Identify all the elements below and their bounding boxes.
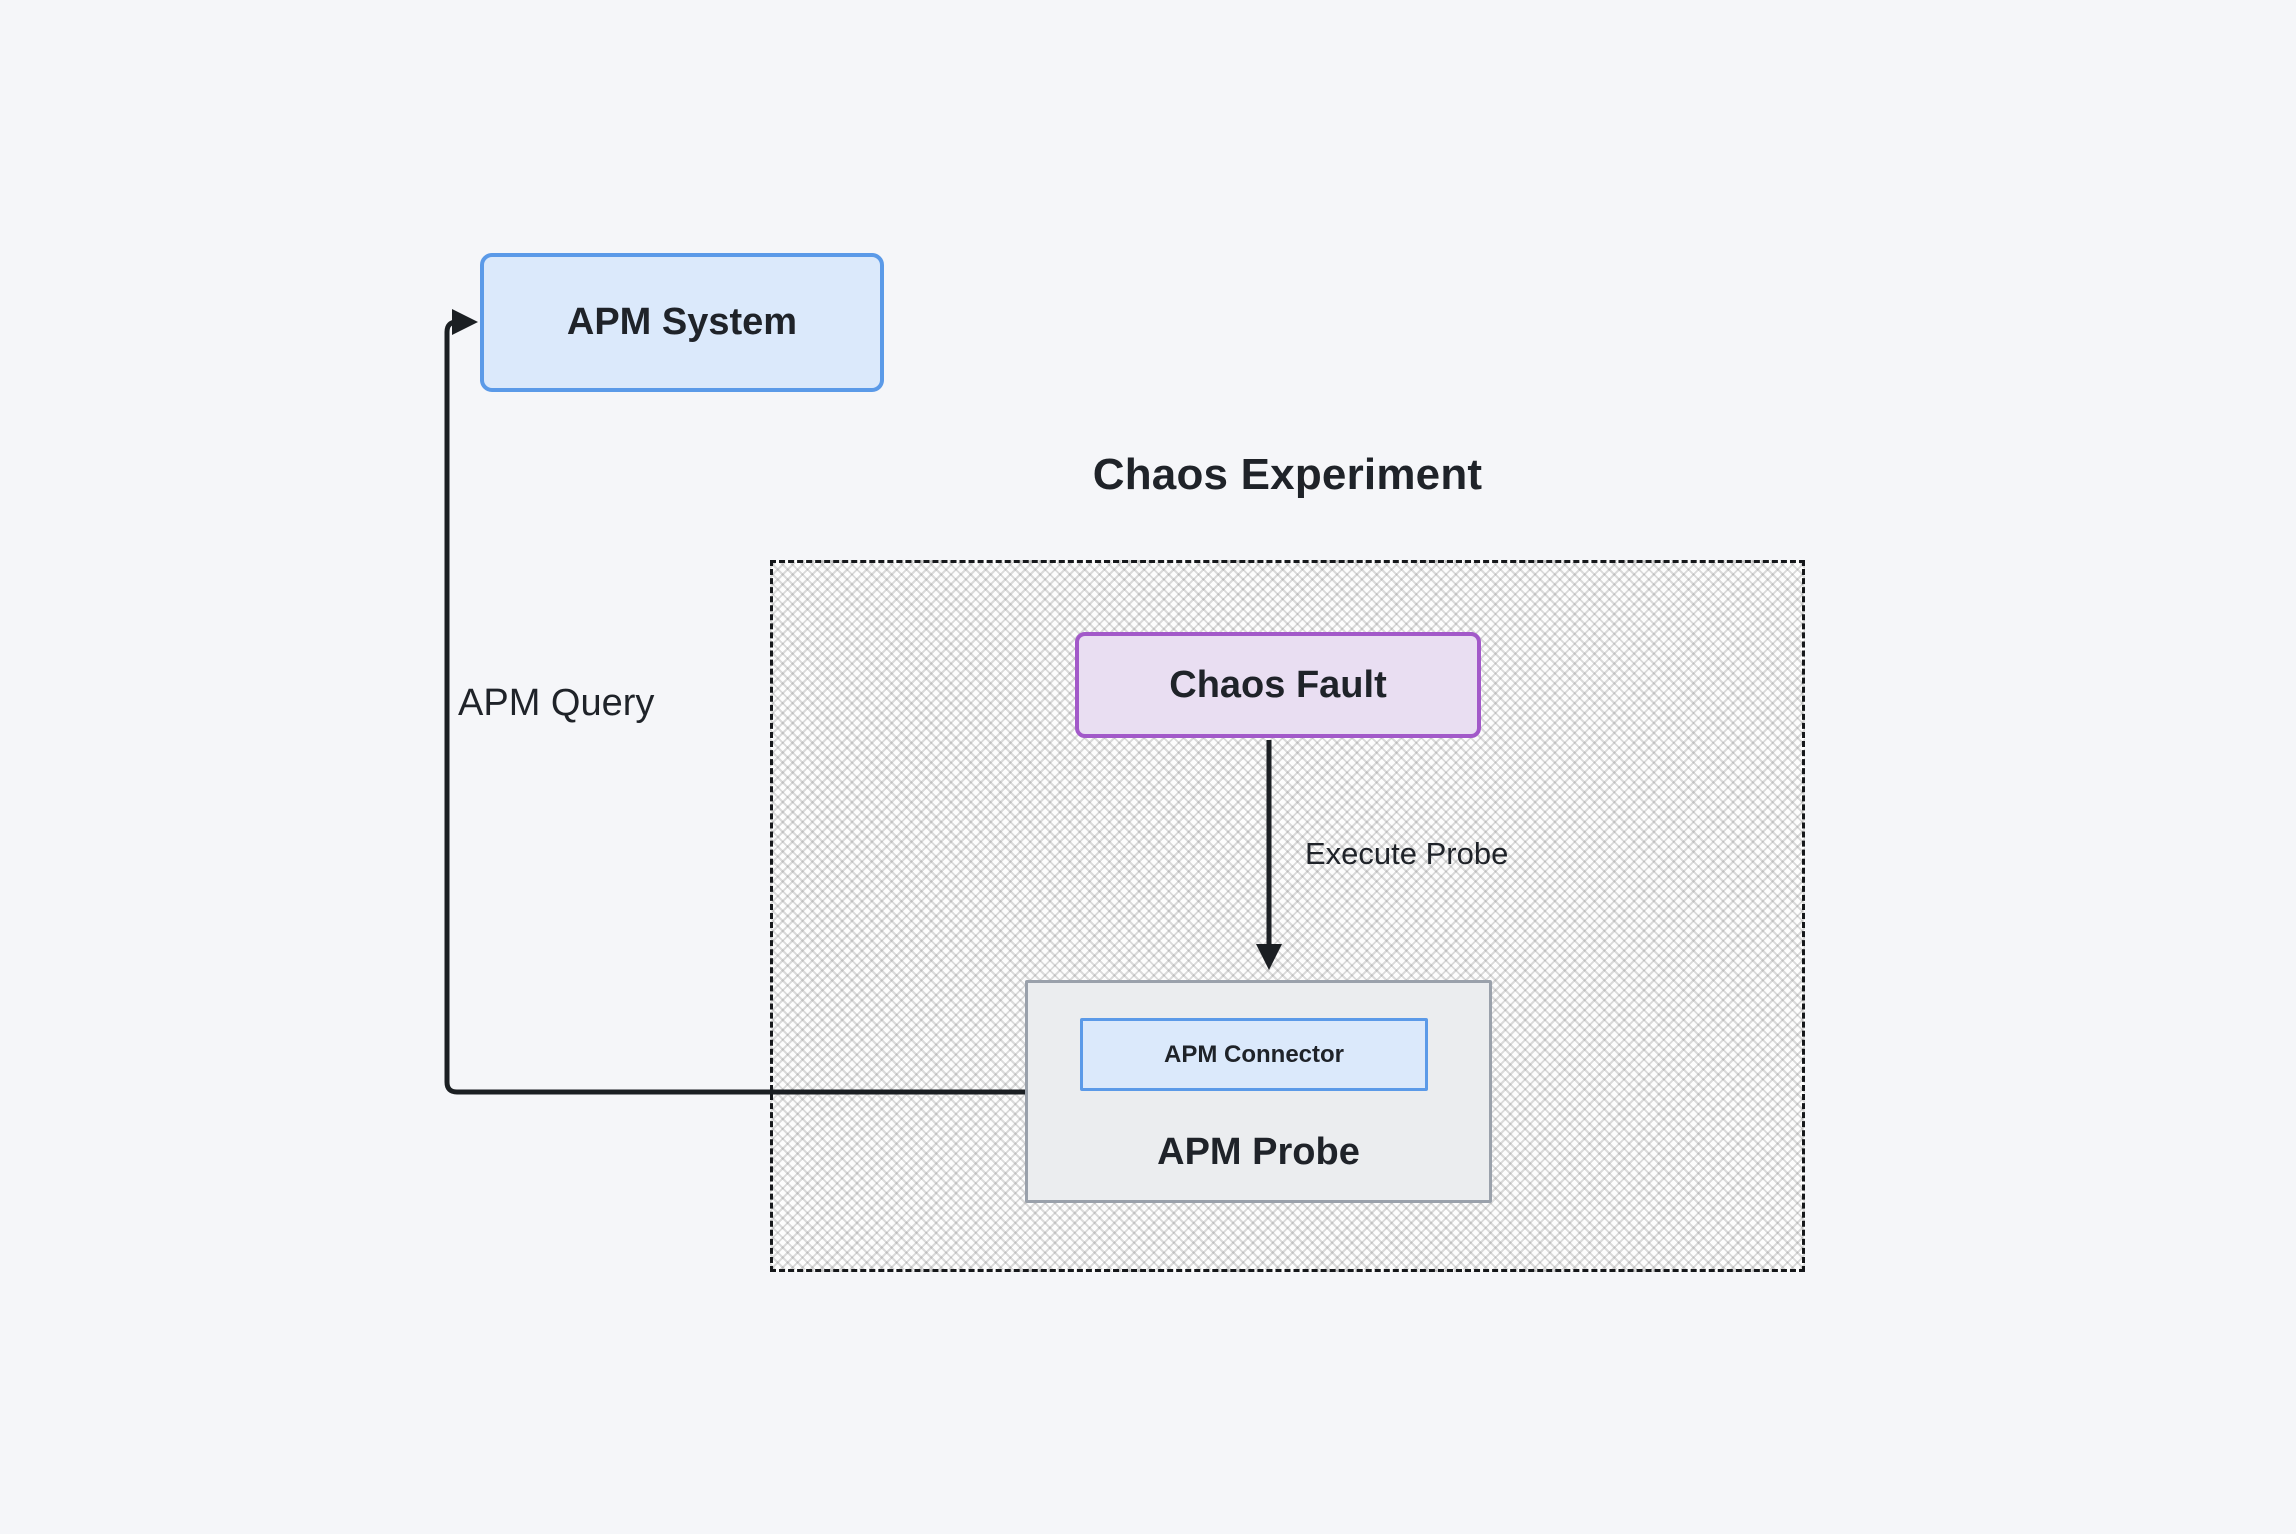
apm-system-label: APM System [566, 301, 798, 343]
node-apm-connector: APM Connector [1080, 1018, 1428, 1091]
chaos-fault-label: Chaos Fault [1169, 663, 1387, 706]
apm-probe-label: APM Probe [1157, 1131, 1360, 1173]
node-apm-system: APM System [480, 253, 884, 392]
chaos-experiment-title: Chaos Experiment [1092, 450, 1483, 499]
apm-connector-label: APM Connector [1164, 1040, 1344, 1068]
node-chaos-fault: Chaos Fault [1075, 632, 1481, 738]
arrowhead-down-icon [1256, 944, 1282, 970]
node-apm-probe: APM Connector APM Probe [1025, 980, 1492, 1203]
execute-probe-edge-label: Execute Probe [1305, 836, 1509, 871]
arrowhead-right-icon [452, 309, 478, 335]
apm-query-edge-label: APM Query [458, 682, 655, 724]
